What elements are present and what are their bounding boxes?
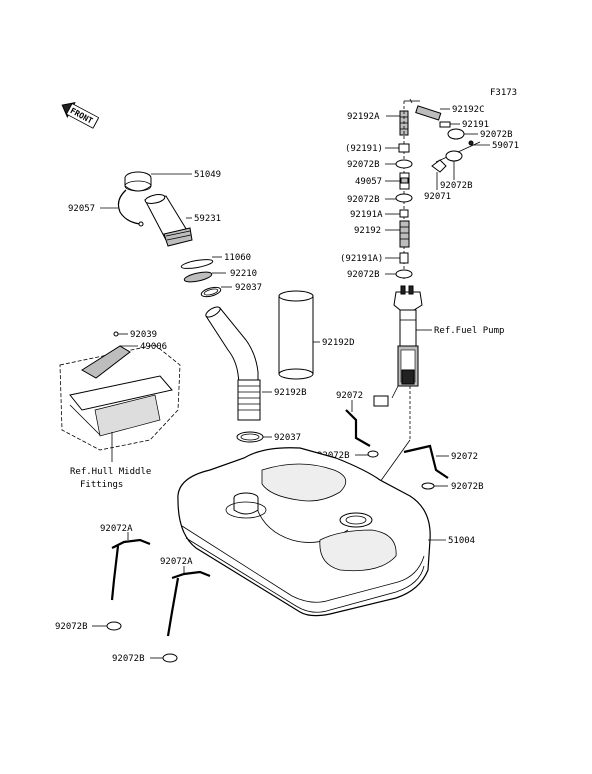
label-11060: 11060 [224,253,251,263]
label-92072-left: 92072 [336,391,363,401]
label-92191-paren: (92191) [345,144,383,154]
hose-92192 [399,220,410,248]
cap-tether [117,189,141,225]
label-92072b-2: 92072B [347,195,380,205]
label-59071: 59071 [492,141,519,151]
label-51004: 51004 [448,536,475,546]
fuel-pump-assembly [373,285,423,407]
clamp-92072b-6 [106,621,122,631]
band-92072a-1 [110,538,151,601]
joint-92071 [431,150,463,173]
band-92072-left [345,409,371,447]
label-92072b-4: 92072B [317,451,350,461]
label-59231: 59231 [194,214,221,224]
fuel-cap [124,171,152,192]
clamp-92072b-7 [162,653,178,663]
label-92072b-top: 92072B [480,130,513,140]
band-92072-right [403,444,449,479]
hose-92192c [415,105,442,121]
clamp-92072b-5 [421,482,435,490]
label-92072b-7: 92072B [112,654,145,664]
clip-92191 [439,121,451,128]
figure-code: F3173 [490,88,517,98]
label-92072a-2: 92072A [160,557,193,567]
filler-neck [144,194,193,247]
clamp-92072b-1 [395,159,413,169]
label-ref-hull-middle: Ref.Hull Middle [70,467,151,477]
clamp-92072b-top [447,128,465,140]
o-ring [180,259,214,269]
label-92057: 92057 [68,204,95,214]
clamp-92072b-3 [395,269,413,279]
hose-92192d [278,290,314,380]
clamp-92072b-4 [367,450,379,458]
label-92037-lower: 92037 [274,433,301,443]
label-92072b-1: 92072B [347,160,380,170]
clip-92191a [399,209,409,218]
label-92210: 92210 [230,269,257,279]
fuel-tank [177,447,431,617]
clip-92191a-ref [399,252,409,264]
clip-92191-ref [398,143,410,153]
label-92192a: 92192A [347,112,380,122]
label-92072b-right: 92072B [440,181,473,191]
fitting-59071 [468,140,474,146]
label-92072b-6: 92072B [55,622,88,632]
label-92039: 92039 [130,330,157,340]
check-valve-49057 [399,172,410,190]
label-92192c: 92192C [452,105,485,115]
label-49006: 49006 [140,342,167,352]
label-92037-upper: 92037 [235,283,262,293]
front-arrow-icon: FRONT [61,102,100,129]
label-51049: 51049 [194,170,221,180]
gasket [183,271,213,283]
label-ref-hull-fittings: Fittings [80,480,123,490]
label-92072a-1: 92072A [100,524,133,534]
label-92192b: 92192B [274,388,307,398]
clamp-upper [200,286,222,298]
label-49057: 49057 [355,177,382,187]
filler-hose [205,306,261,421]
label-92191a-paren: (92191A) [340,254,383,264]
hull-middle-fittings [59,344,181,451]
label-92072b-3: 92072B [347,270,380,280]
label-92192: 92192 [354,226,381,236]
label-92191a: 92191A [350,210,383,220]
label-92072-right: 92072 [451,452,478,462]
label-92071: 92071 [424,192,451,202]
clamp-92072b-2 [395,193,413,203]
label-92072b-5: 92072B [451,482,484,492]
label-ref-fuel-pump: Ref.Fuel Pump [434,326,504,336]
label-92191-top: 92191 [462,120,489,130]
label-92192d: 92192D [322,338,355,348]
band-92072a-2 [166,570,211,637]
